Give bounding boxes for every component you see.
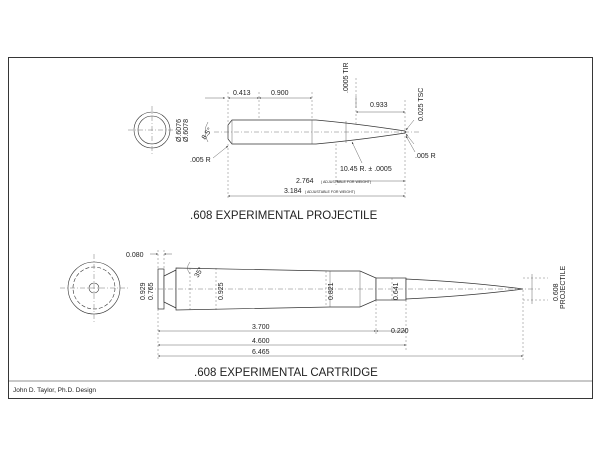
cartridge-end-view xyxy=(60,254,128,322)
designer-credit: John D. Taylor, Ph.D. Design xyxy=(13,387,96,394)
label-projectile: PROJECTILE xyxy=(560,265,567,309)
dim-2764: 2.764 xyxy=(296,178,314,185)
cartridge-drawing: 0.080 0.929 0.765 35° 0.925 0.821 0.641 … xyxy=(60,250,567,379)
dim-0413: 0.413 xyxy=(233,90,251,97)
cartridge-title: .608 EXPERIMENTAL CARTRIDGE xyxy=(194,367,378,379)
dim-3700: 3.700 xyxy=(252,324,270,331)
dim-3184: 3.184 xyxy=(284,188,302,195)
dim-0765: 0.765 xyxy=(148,282,155,300)
dim-0641: 0.641 xyxy=(393,282,400,300)
dim-diameter-1: Ø.6076 xyxy=(176,119,183,142)
projectile-title: .608 EXPERIMENTAL PROJECTILE xyxy=(190,210,378,222)
dim-ogive-radius: 10.45 R. ± .0005 xyxy=(340,166,392,173)
drawing-border xyxy=(8,57,593,399)
note-3184: ( ADJUSTABLE FOR WEIGHT) xyxy=(305,190,355,194)
dim-0821: 0.821 xyxy=(328,282,335,300)
dim-0080: 0.080 xyxy=(126,252,144,259)
dim-radius-right: .005 R xyxy=(415,153,436,160)
dim-6465: 6.465 xyxy=(252,349,270,356)
dim-0900: 0.900 xyxy=(271,90,289,97)
projectile-drawing: 0.413 0.900 .0005 TIR 0.933 0.025 TSC Ø.… xyxy=(128,62,436,222)
dim-0925: 0.925 xyxy=(218,282,225,300)
dim-tir: .0005 TIR xyxy=(343,62,350,93)
dim-boattail-angle: 8.5° xyxy=(200,126,214,141)
note-2764: ( ADJUSTABLE FOR WEIGHT) xyxy=(321,180,371,184)
dim-0608: 0.608 xyxy=(553,283,560,301)
dim-diameter-2: Ø.6078 xyxy=(183,119,190,142)
dim-tsc: 0.025 TSC xyxy=(418,88,425,121)
dim-0933: 0.933 xyxy=(370,102,388,109)
dim-0929: 0.929 xyxy=(140,282,147,300)
projectile-end-view xyxy=(128,106,176,154)
dim-radius-left: .005 R xyxy=(190,157,211,164)
dim-0220: 0.220 xyxy=(391,328,409,335)
dim-4600: 4.600 xyxy=(252,338,270,345)
